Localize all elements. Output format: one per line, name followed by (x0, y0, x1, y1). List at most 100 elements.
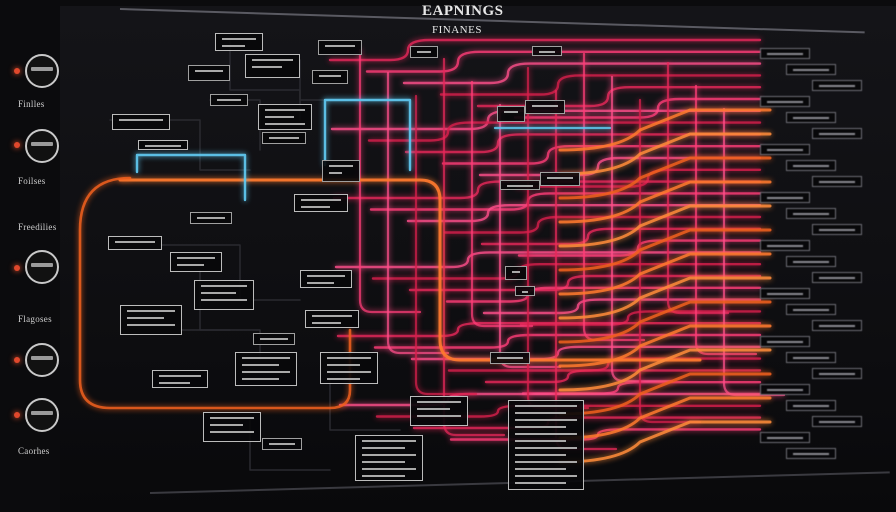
terminal-label (760, 144, 810, 155)
diagram-node-33[interactable] (490, 352, 530, 364)
terminal-label (760, 384, 810, 395)
diagram-node-11[interactable] (322, 160, 360, 182)
node-text-line (195, 70, 223, 72)
sidebar-label-2: Foilses (18, 176, 46, 186)
node-text-line (145, 145, 181, 147)
diagram-node-21[interactable] (194, 280, 254, 310)
node-text-line (177, 257, 215, 259)
node-text-line (512, 271, 520, 273)
diagram-node-25[interactable] (235, 352, 297, 386)
diagram-node-12[interactable] (497, 106, 525, 122)
terminal-label-line (767, 437, 803, 439)
diagram-node-1[interactable] (215, 33, 263, 51)
wire-44 (358, 48, 422, 314)
terminal-label (760, 336, 810, 347)
terminal-label-line (793, 261, 829, 263)
wire-75 (323, 98, 412, 172)
diagram-node-32[interactable] (508, 400, 584, 490)
sidebar-knob-5[interactable] (25, 398, 59, 432)
node-text-line (269, 137, 299, 139)
node-text-line (217, 99, 241, 101)
node-text-line (127, 324, 175, 326)
sidebar-label-5: Caorhes (18, 446, 50, 456)
diagram-node-14[interactable] (532, 46, 562, 56)
wire-13 (439, 74, 762, 96)
status-led-4 (14, 357, 20, 363)
node-text-line (515, 475, 577, 477)
node-text-line (307, 275, 345, 277)
node-text-line (210, 431, 254, 433)
diagram-node-28[interactable] (203, 412, 261, 442)
diagram-node-10[interactable] (138, 140, 188, 150)
terminal-label (786, 448, 836, 459)
diagram-node-36[interactable] (505, 266, 527, 280)
diagram-node-34[interactable] (540, 172, 580, 186)
terminal-label-line (793, 117, 829, 119)
diagram-title: EAPNINGS (422, 3, 504, 19)
diagram-node-22[interactable] (120, 305, 182, 335)
diagram-node-24[interactable] (253, 333, 295, 345)
terminal-label (760, 96, 810, 107)
terminal-label-line (819, 85, 855, 87)
diagram-node-4[interactable] (188, 65, 230, 81)
diagram-node-37[interactable] (515, 286, 535, 296)
sidebar-knob-2[interactable] (25, 129, 59, 163)
terminal-label-line (819, 133, 855, 135)
diagram-node-23[interactable] (305, 310, 359, 328)
diagram-node-35[interactable] (500, 180, 540, 190)
diagram-node-2[interactable] (318, 40, 362, 55)
node-text-line (532, 105, 558, 107)
wire-50 (526, 66, 590, 410)
diagram-node-13[interactable] (525, 100, 565, 114)
node-text-line (159, 375, 201, 377)
terminal-label-line (793, 69, 829, 71)
node-text-line (242, 357, 290, 359)
diagram-node-16[interactable] (190, 212, 232, 224)
sidebar-knob-4[interactable] (25, 343, 59, 377)
node-text-line (177, 264, 204, 266)
sidebar-knob-3[interactable] (25, 250, 59, 284)
node-text-line (159, 382, 190, 384)
node-text-line (547, 177, 573, 179)
terminal-label (786, 160, 836, 171)
node-text-line (312, 322, 341, 324)
diagram-node-3[interactable] (245, 54, 300, 78)
diagram-node-29[interactable] (262, 438, 302, 450)
terminal-label (786, 208, 836, 219)
diagram-node-5[interactable] (312, 70, 348, 84)
diagram-node-26[interactable] (320, 352, 378, 384)
node-text-line (325, 45, 355, 47)
terminal-label (786, 64, 836, 75)
diagram-node-6[interactable] (210, 94, 248, 106)
wire-70 (558, 348, 772, 392)
terminal-label-line (793, 165, 829, 167)
terminal-label (786, 352, 836, 363)
terminal-label-line (793, 453, 829, 455)
node-text-line (362, 447, 405, 449)
node-text-line (515, 461, 577, 463)
wire-15 (513, 97, 762, 119)
diagram-node-8[interactable] (258, 104, 312, 130)
diagram-node-18[interactable] (170, 252, 222, 272)
node-text-line (417, 408, 450, 410)
terminal-label-line (767, 101, 803, 103)
wire-47 (442, 57, 506, 437)
diagram-node-27[interactable] (152, 370, 208, 388)
wire-73 (558, 420, 772, 464)
diagram-node-7[interactable] (112, 114, 170, 130)
status-led-1 (14, 68, 20, 74)
sidebar-knob-1[interactable] (25, 54, 59, 88)
diagram-node-19[interactable] (294, 194, 348, 212)
node-text-line (327, 364, 360, 366)
diagram-node-31[interactable] (355, 435, 423, 481)
diagram-node-20[interactable] (300, 270, 352, 288)
wire-22 (332, 180, 762, 200)
wire-49 (498, 103, 562, 369)
node-text-line (539, 51, 555, 53)
wire-18 (404, 133, 762, 154)
diagram-node-30[interactable] (410, 396, 468, 426)
diagram-node-9[interactable] (262, 132, 306, 144)
diagram-node-15[interactable] (410, 46, 438, 58)
node-text-line (260, 338, 288, 340)
diagram-node-17[interactable] (108, 236, 162, 250)
